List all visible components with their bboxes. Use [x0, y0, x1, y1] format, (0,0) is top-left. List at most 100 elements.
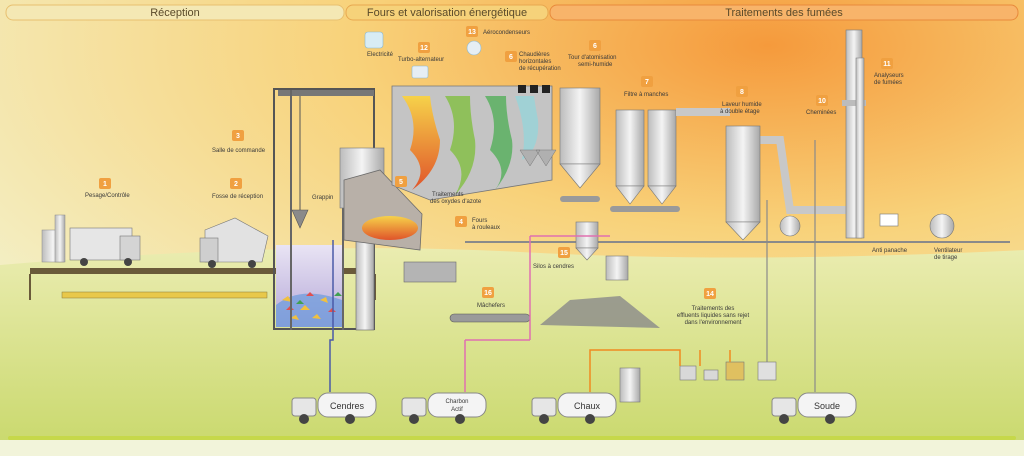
label-nox-b: des oxydes d'azote — [430, 199, 482, 205]
electricity-icon — [364, 31, 384, 49]
anti-panache-unit — [879, 213, 899, 227]
badge-7 — [589, 40, 601, 51]
badge-5-num: 5 — [399, 179, 403, 186]
label-salle: Salle de commande — [212, 148, 266, 154]
badge-8-num: 7 — [645, 79, 649, 86]
label-effluents-b: effluents liquides sans rejet — [677, 313, 750, 319]
badge-1 — [99, 178, 111, 189]
truck-charbon-label-b: Actif — [451, 407, 463, 413]
label-aero: Aérocondenseurs — [483, 30, 530, 36]
labels: 1 Pesage/Contrôle 2 Fosse de réception 3… — [85, 26, 962, 326]
label-electricite: Electricité — [367, 52, 394, 58]
yellow-ramp — [61, 291, 268, 299]
badge-4-num: 4 — [459, 219, 463, 226]
label-vent-b: de tirage — [934, 255, 958, 261]
label-chaud-b: horizontales — [519, 59, 551, 65]
label-nox-a: Traitements — [432, 192, 463, 198]
truck-soude-label: Soude — [814, 401, 840, 411]
header-reception-label: Réception — [150, 7, 200, 19]
header-fours-label: Fours et valorisation énergétique — [367, 7, 527, 19]
label-effluents-a: Traitements des — [692, 306, 735, 312]
furnace-block — [339, 85, 557, 251]
label-fours-a: Fours — [472, 218, 487, 224]
label-fosse: Fosse de réception — [212, 194, 263, 200]
badge-3-num: 3 — [236, 133, 240, 140]
badge-2 — [230, 178, 242, 189]
dump-truck — [199, 217, 269, 268]
badge-10-num: 10 — [818, 98, 826, 105]
badge-15 — [558, 247, 570, 258]
label-cheminees: Cheminées — [806, 110, 836, 116]
badge-9 — [736, 86, 748, 97]
label-anti-panache: Anti panache — [872, 248, 908, 254]
label-vent-a: Ventilateur — [934, 248, 962, 254]
badge-11 — [881, 58, 893, 69]
badge-16-num: 16 — [484, 290, 492, 297]
bottom-bar — [8, 436, 1016, 440]
bag-filter — [610, 109, 680, 212]
flame-1 — [402, 96, 440, 190]
label-pesage: Pesage/Contrôle — [85, 193, 130, 199]
badge-16 — [482, 287, 494, 298]
label-turbo: Turbo-alternateur — [398, 57, 444, 63]
weighbridge — [41, 214, 141, 266]
label-machefers: Mâchefers — [477, 303, 505, 309]
label-silos: Silos à cendres — [533, 264, 574, 270]
flame-2 — [445, 96, 476, 195]
truck-cendres-label: Cendres — [330, 401, 365, 411]
label-analyseurs-a: Analyseurs — [874, 73, 904, 79]
badge-5 — [395, 176, 407, 187]
header-fumees-label: Traitements des fumées — [725, 7, 843, 19]
flue-duct — [676, 108, 850, 214]
truck-cendres: Cendres — [291, 392, 377, 424]
label-laveur-a: Laveur humide — [722, 102, 762, 108]
badge-14-num: 14 — [706, 291, 714, 298]
atomisation-tower — [559, 87, 601, 202]
wet-scrubber — [725, 125, 801, 241]
label-chaud-a: Chaudières — [519, 52, 550, 58]
chimney — [842, 29, 955, 239]
label-fours-b: à rouleaux — [472, 225, 500, 231]
label-laveur-b: à double étage — [720, 109, 760, 115]
label-effluents-c: dans l'environnement — [685, 320, 742, 326]
badge-12 — [418, 42, 430, 53]
effluent-tanks — [619, 361, 777, 403]
label-analyseurs-b: de fumées — [874, 80, 902, 86]
badge-1-num: 1 — [103, 181, 107, 188]
badge-14 — [704, 288, 716, 299]
flame-3 — [485, 96, 513, 190]
badge-7-num: 6 — [593, 43, 597, 50]
ash-silos — [575, 221, 629, 281]
badge-6-num: 6 — [509, 54, 513, 61]
draft-fan — [929, 213, 955, 239]
turbine-icon — [411, 65, 429, 79]
header-fours — [345, 4, 549, 21]
grappin-claw — [291, 209, 309, 229]
badge-12-num: 12 — [420, 45, 428, 52]
badge-13-num: 13 — [468, 29, 476, 36]
header-fumees — [549, 4, 1019, 21]
badge-15-num: 15 — [560, 250, 568, 257]
badge-11-num: 11 — [883, 61, 891, 68]
label-grappin: Grappin — [312, 195, 333, 201]
truck-chaux: Chaux — [531, 392, 617, 424]
label-tour-b: semi-humide — [578, 62, 613, 68]
badge-10 — [816, 95, 828, 106]
truck-charbon: Charbon Actif — [401, 392, 487, 424]
platform — [30, 268, 375, 274]
badge-8 — [641, 76, 653, 87]
section-headers: Réception Fours et valorisation énergéti… — [5, 4, 1019, 21]
label-filtre: Filtre à manches — [624, 92, 668, 98]
label-chaud-c: de récupération — [519, 66, 561, 72]
bottom-ash-conveyor — [403, 261, 660, 328]
truck-chaux-label: Chaux — [574, 401, 601, 411]
bottom-strip — [0, 440, 1024, 456]
fan-icon — [466, 40, 482, 56]
badge-6 — [505, 51, 517, 62]
ground — [0, 248, 1024, 456]
truck-soude: Soude — [771, 392, 857, 424]
chaux-line — [589, 349, 731, 392]
cendres-line — [329, 240, 334, 392]
